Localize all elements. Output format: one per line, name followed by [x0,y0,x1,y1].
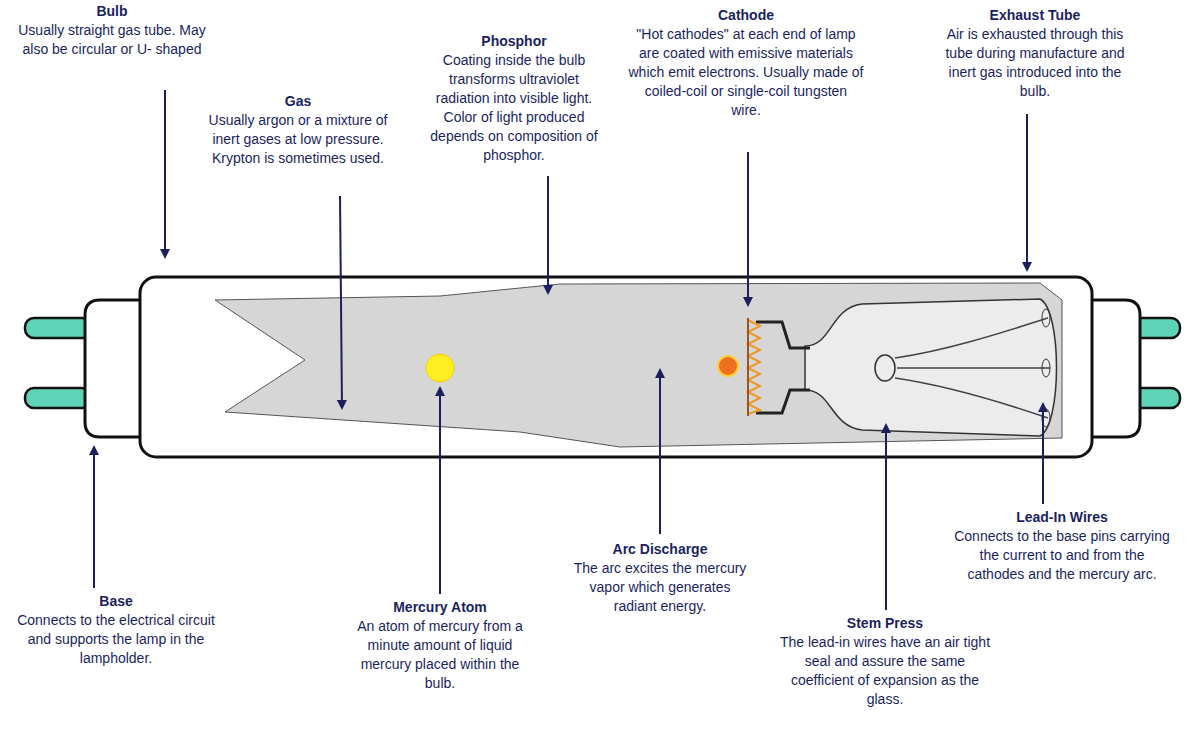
callout-heading: Cathode [646,6,846,25]
callout-heading: Stem Press [785,614,985,633]
callout-text: Usually straight gas tube. May also be c… [12,21,212,59]
callout-heading: Base [16,592,216,611]
callout-text: An atom of mercury from a minute amount … [350,617,530,693]
callout-text: Usually argon or a mixture of inert gase… [208,111,388,168]
callout-text: Air is exhausted through this tube durin… [933,25,1138,101]
callout-text: The lead-in wires have an air tight seal… [775,633,995,709]
callout-text: "Hot cathodes" at each end of lamp are c… [629,25,864,120]
callout-heading: Exhaust Tube [935,6,1135,25]
callout-heading: Bulb [12,2,212,21]
callout-text: Coating inside the bulb transforms ultra… [422,51,607,165]
callout-heading: Arc Discharge [560,540,760,559]
callout-heading: Gas [198,92,398,111]
callout-heading: Phosphor [414,32,614,51]
callout-heading: Lead-In Wires [962,508,1162,527]
callout-text: Connects to the base pins carrying the c… [953,527,1171,584]
callout-heading: Mercury Atom [340,598,540,617]
callout-text: Connects to the electrical circuit and s… [9,611,223,668]
callout-text: The arc excites the mercury vapor which … [568,559,753,616]
